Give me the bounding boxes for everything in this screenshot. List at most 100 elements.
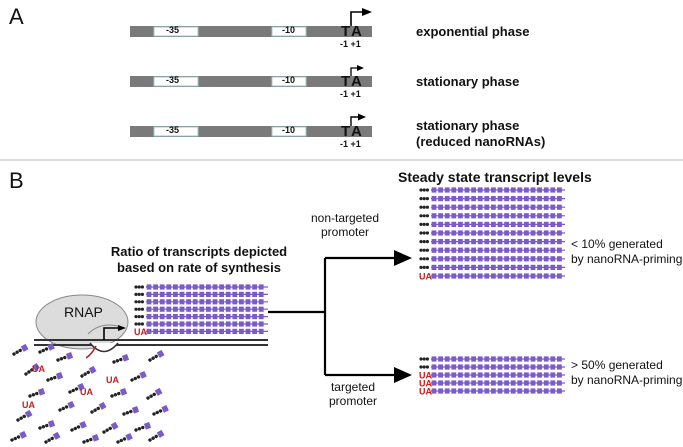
transcript bbox=[419, 230, 565, 236]
nanorna-molecule bbox=[46, 372, 64, 382]
ua-primer: UA bbox=[134, 327, 147, 337]
promoter-row-stationary bbox=[130, 65, 372, 87]
label-minus35: -35 bbox=[166, 25, 180, 35]
targeted-label-1: targeted bbox=[330, 380, 376, 394]
box-minus35 bbox=[153, 126, 199, 137]
transcript bbox=[419, 239, 565, 245]
nanorna-molecule bbox=[80, 365, 97, 378]
nanorna-molecule bbox=[148, 429, 165, 442]
dna-bar bbox=[130, 26, 372, 37]
nanorna-molecule bbox=[122, 406, 140, 416]
nanorna-molecule bbox=[16, 409, 33, 422]
nanorna-molecule bbox=[38, 420, 56, 430]
label-minus10: -10 bbox=[282, 25, 296, 35]
transcript bbox=[134, 284, 268, 290]
arrow-nontargeted-head bbox=[394, 250, 412, 266]
transcript: UA bbox=[419, 371, 565, 381]
nanorna-molecule bbox=[102, 421, 119, 434]
nanorna-molecule bbox=[10, 430, 27, 442]
phase-label-exponential: exponential phase bbox=[416, 24, 530, 39]
transcripts-nontargeted: UA bbox=[419, 187, 565, 282]
ua-primer: UA bbox=[419, 371, 432, 381]
transcript bbox=[134, 321, 268, 327]
nanorna-molecule bbox=[28, 388, 46, 398]
transcript bbox=[419, 364, 565, 370]
ua-primer: UA bbox=[419, 272, 432, 282]
transcripts-synthesis: UA bbox=[134, 284, 268, 337]
box-minus10 bbox=[271, 26, 307, 37]
nanorna-molecule bbox=[130, 370, 147, 382]
transcript bbox=[134, 314, 268, 320]
transcript bbox=[134, 299, 268, 305]
nontargeted-label-1: non-targeted bbox=[310, 211, 380, 225]
box-minus35 bbox=[153, 26, 199, 37]
panel-label-b: B bbox=[9, 168, 24, 193]
box-minus10 bbox=[271, 76, 307, 87]
nanorna-molecule bbox=[70, 420, 87, 432]
label-minus35: -35 bbox=[166, 75, 180, 85]
nt-a: A bbox=[351, 73, 362, 90]
nascent-rna bbox=[85, 345, 97, 359]
nanorna-molecule bbox=[56, 352, 74, 362]
nt-t: T bbox=[341, 123, 351, 140]
transcript bbox=[419, 247, 565, 253]
targeted-percent-1: > 50% generated bbox=[571, 358, 663, 372]
transcript bbox=[419, 196, 565, 202]
steady-state-title: Steady state transcript levels bbox=[398, 169, 592, 185]
nt-a: A bbox=[351, 123, 362, 140]
ua-nanorna: UA bbox=[22, 400, 35, 410]
label-minus35: -35 bbox=[166, 125, 180, 135]
ua-nanorna: UA bbox=[32, 364, 45, 374]
nanorna-molecule bbox=[152, 404, 169, 416]
box-minus35 bbox=[153, 76, 199, 87]
tss-arrow-large bbox=[350, 11, 364, 26]
position-label: -1 +1 bbox=[340, 39, 361, 49]
rnap-blob bbox=[35, 294, 129, 350]
ua-nanorna: UA bbox=[106, 375, 119, 385]
transcript: UA bbox=[134, 327, 268, 337]
nanorna-molecule bbox=[148, 349, 165, 362]
nanorna-molecule bbox=[146, 387, 163, 400]
nanorna-molecule bbox=[68, 382, 85, 394]
nanorna-molecule bbox=[38, 342, 55, 354]
nt-t: T bbox=[341, 23, 351, 40]
nt-t: T bbox=[341, 73, 351, 90]
promoter-row-stationary-reduced bbox=[130, 113, 372, 137]
arrow-targeted-head bbox=[394, 367, 412, 383]
label-minus10: -10 bbox=[282, 75, 296, 85]
dna-bubble bbox=[89, 342, 119, 353]
nanorna-molecule bbox=[12, 343, 29, 356]
nt-a: A bbox=[351, 23, 362, 40]
label-minus10: -10 bbox=[282, 125, 296, 135]
ratio-caption-2: based on rate of synthesis bbox=[117, 260, 281, 275]
promoter-row-exponential bbox=[130, 8, 372, 37]
rnap-complex bbox=[34, 294, 268, 359]
rnap-label: RNAP bbox=[64, 304, 103, 320]
ua-nanorna: UA bbox=[80, 387, 93, 397]
transcript bbox=[419, 221, 565, 227]
tss-arrow-medium bbox=[350, 116, 360, 126]
nanorna-molecule bbox=[110, 388, 128, 398]
nanorna-molecule bbox=[58, 400, 75, 412]
nontargeted-label-2: promoter bbox=[320, 225, 370, 239]
ratio-caption-1: Ratio of transcripts depicted bbox=[110, 244, 288, 259]
position-label: -1 +1 bbox=[340, 139, 361, 149]
transcript: UA bbox=[419, 379, 565, 389]
nanorna-molecule bbox=[44, 431, 61, 444]
ua-primer: UA bbox=[419, 387, 432, 397]
nontargeted-percent-2: by nanoRNA-priming bbox=[571, 252, 683, 266]
transcript bbox=[419, 213, 565, 219]
transcript: UA bbox=[419, 272, 565, 282]
panel-label-a: A bbox=[9, 4, 24, 29]
transcript bbox=[419, 187, 565, 193]
phase-label-stationary-reduced-2: (reduced nanoRNAs) bbox=[416, 134, 546, 149]
nanorna-molecule bbox=[24, 362, 41, 376]
transcript bbox=[419, 256, 565, 262]
nanorna-pool: UA UA UA UA bbox=[10, 342, 169, 444]
dna-bar bbox=[130, 126, 372, 137]
transcript bbox=[134, 291, 268, 297]
nontargeted-percent-1: < 10% generated bbox=[571, 237, 663, 251]
branch-arrows bbox=[268, 250, 412, 383]
